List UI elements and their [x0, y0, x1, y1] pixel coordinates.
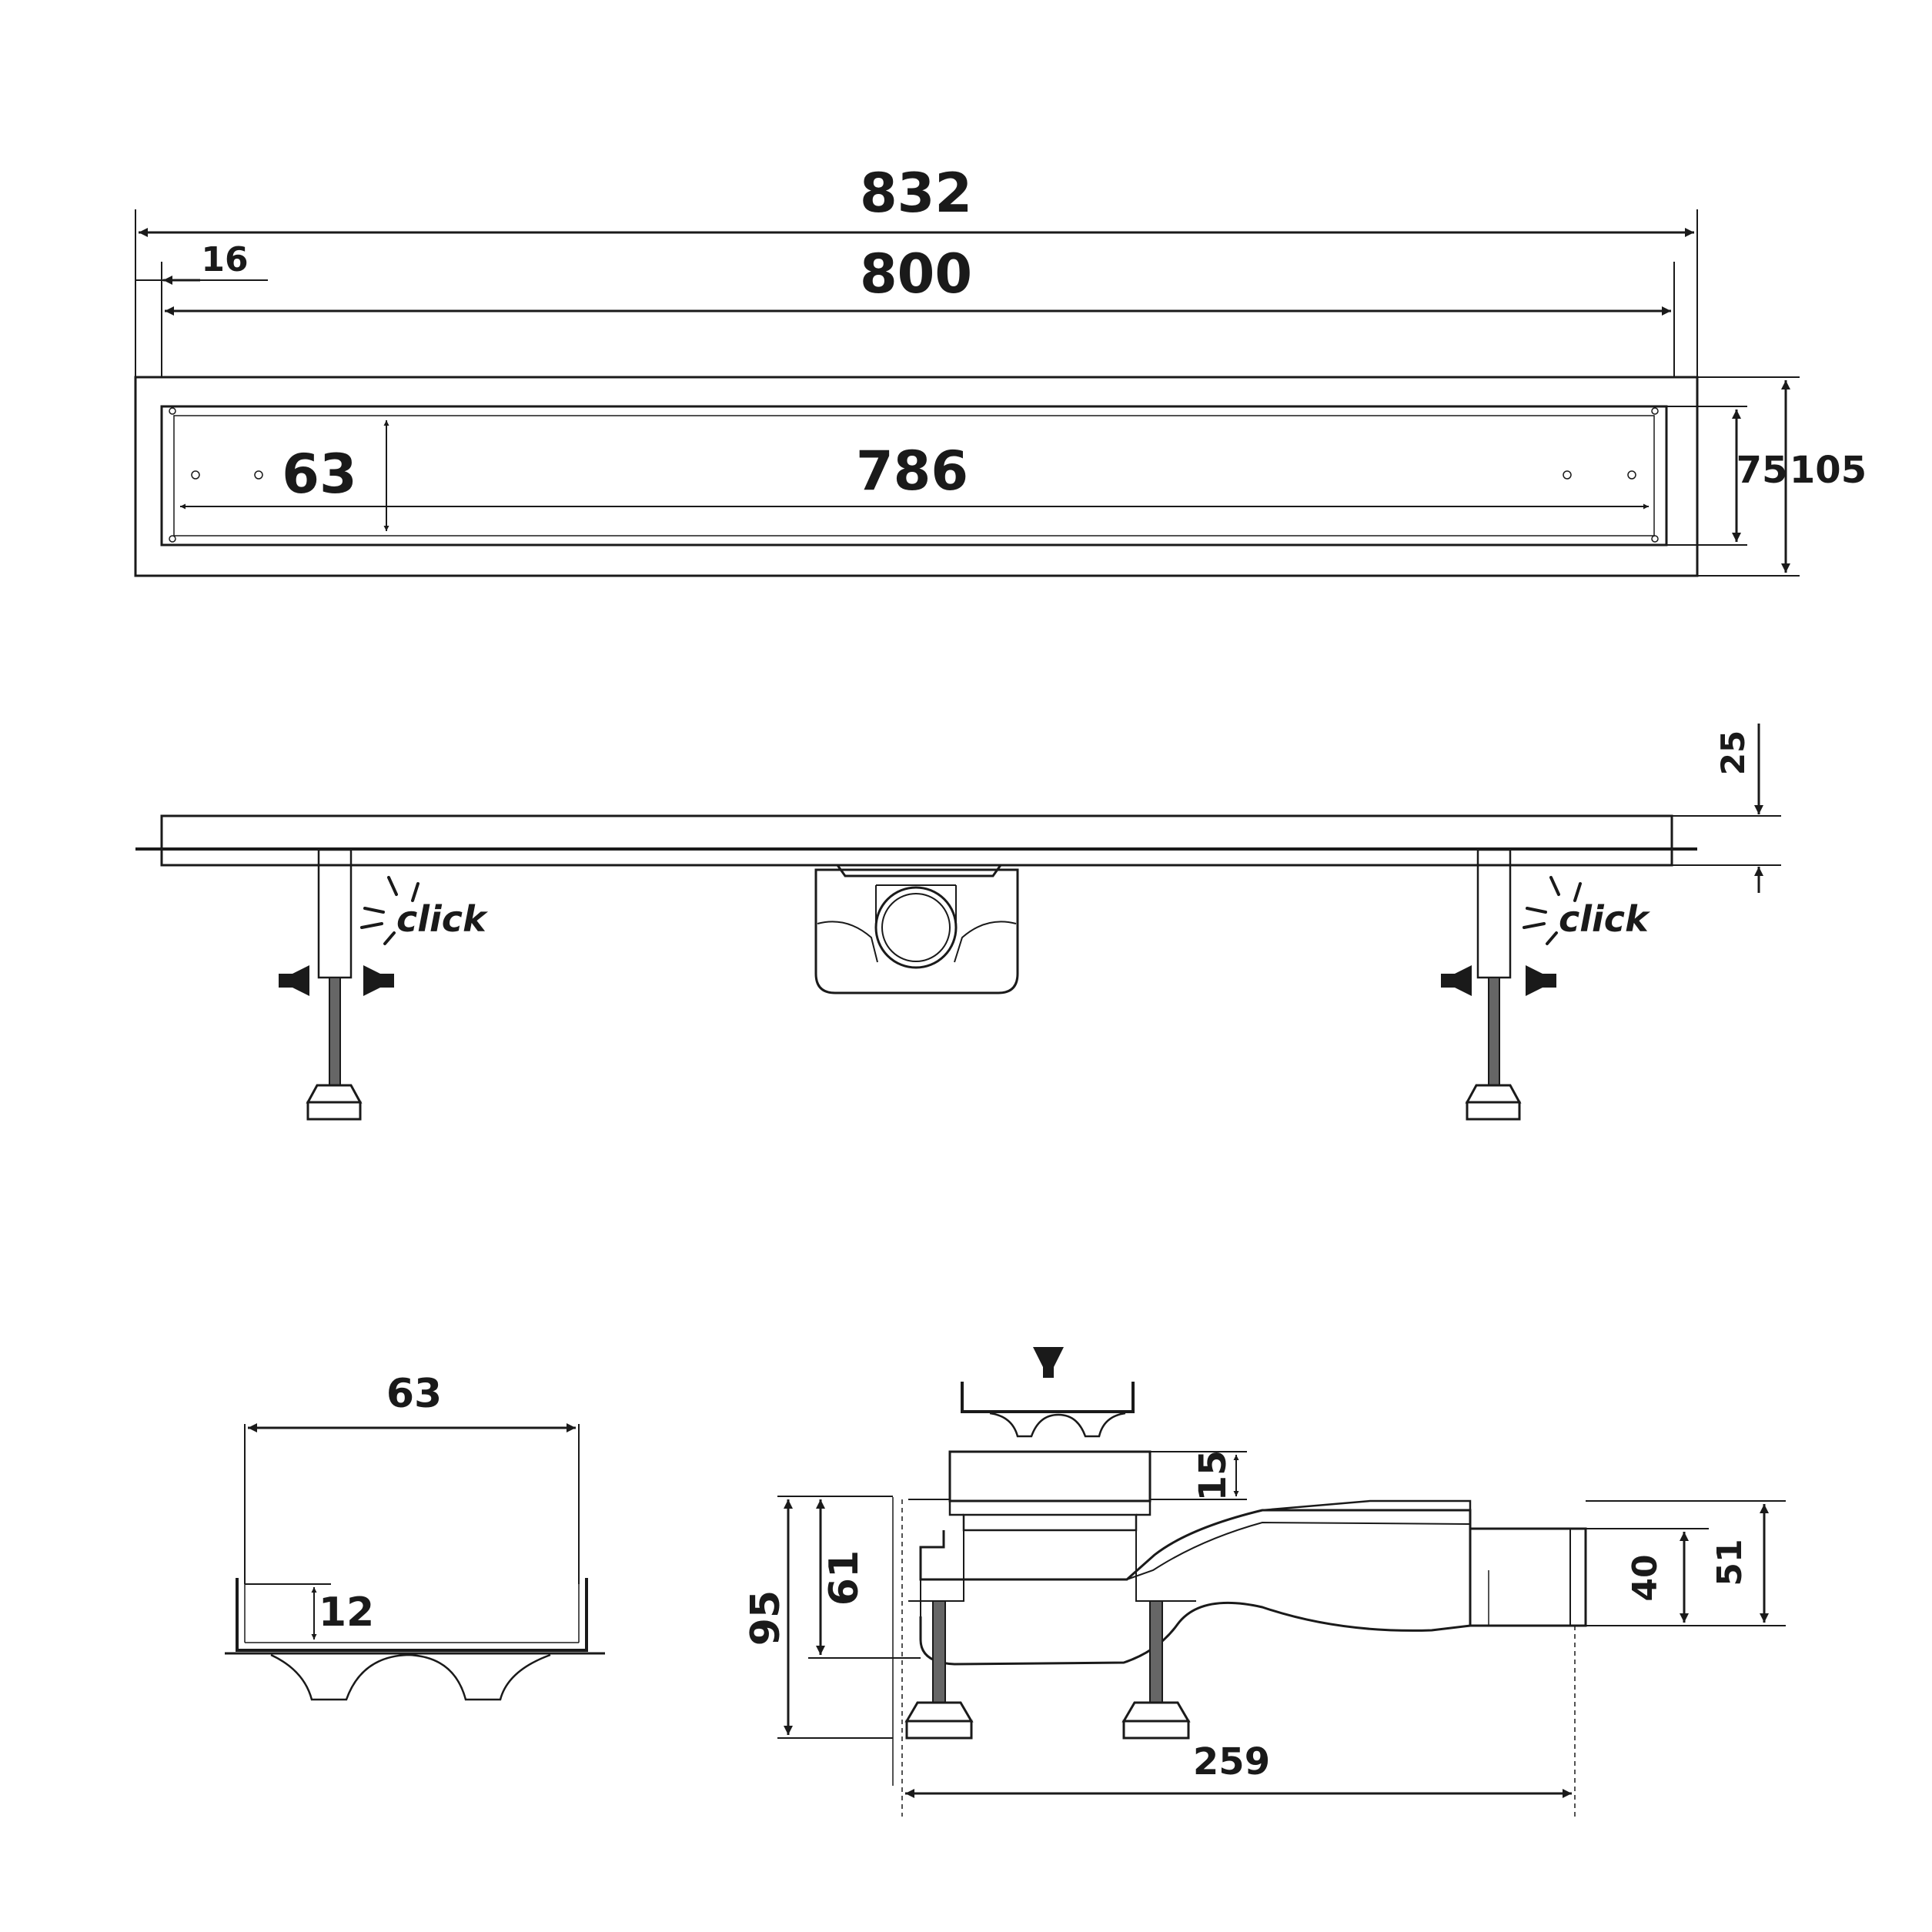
dim-offset: 16	[201, 240, 248, 279]
dim-total-height: 95	[743, 1590, 789, 1646]
outlet-wing-right	[954, 921, 1017, 963]
click-label-right: click	[1559, 898, 1650, 940]
leg-screw-left	[932, 1600, 946, 1705]
channel-profile	[236, 1578, 588, 1652]
outlet-pipe	[1469, 1527, 1587, 1627]
dim-length: 259	[1193, 1740, 1270, 1783]
dim-pipe-diameter: 40	[1626, 1554, 1665, 1601]
screw-hole	[169, 407, 176, 415]
leg-foot-left	[904, 1701, 974, 1723]
siphon-body	[919, 1509, 1472, 1666]
screw-hole	[254, 470, 263, 480]
outlet-pipe-inner	[881, 893, 951, 962]
channel-insert-piece	[961, 1382, 1135, 1413]
leg-foot-left	[306, 1084, 363, 1104]
leg-screw-right	[1149, 1600, 1163, 1705]
click-label-left: click	[396, 898, 488, 940]
outlet-top-plate	[836, 864, 1002, 877]
central-outlet	[814, 868, 1019, 994]
screw-hole	[191, 470, 200, 480]
dim-height: 25	[1714, 730, 1752, 775]
drain-frame	[134, 376, 1699, 577]
click-burst-icon	[360, 876, 419, 945]
dim-overall-width: 105	[1790, 449, 1867, 492]
dim-section-depth: 12	[319, 1589, 374, 1636]
dim-inner-length: 800	[860, 242, 972, 306]
dim-min-height: 61	[821, 1550, 867, 1606]
outlet-section-view: 15 95 61	[743, 1347, 1786, 1817]
drain-grate	[160, 405, 1668, 547]
leg-foot-right	[1121, 1701, 1191, 1723]
dim-cover-height: 15	[1192, 1450, 1235, 1502]
dim-inner-width: 75	[1736, 449, 1788, 492]
dim-outlet-height: 51	[1710, 1539, 1750, 1586]
drain-grate-inner	[173, 415, 1655, 536]
leg-screw-left	[329, 977, 341, 1086]
dim-overall-length: 832	[860, 162, 972, 225]
side-view: 25 click	[135, 724, 1781, 1121]
leg-sleeve-left	[317, 848, 353, 979]
trap-cap	[948, 1450, 1152, 1502]
support-profile	[270, 1653, 551, 1701]
screw-hole	[169, 535, 176, 543]
dim-channel-width: 63	[282, 443, 356, 506]
leg-foot-base-left	[306, 1101, 362, 1121]
drain-body-side	[160, 814, 1673, 867]
leg-foot-right	[1465, 1084, 1522, 1104]
leg-sleeve-right	[1476, 848, 1512, 979]
screw-hole	[1651, 407, 1659, 415]
top-view: 832 800 16 786 63 75	[134, 162, 1867, 577]
screw-hole	[1627, 470, 1636, 480]
click-burst-icon	[1523, 876, 1582, 945]
leg-foot-base-left	[905, 1720, 973, 1740]
leg-screw-right	[1488, 977, 1500, 1086]
leg-foot-base-right	[1466, 1101, 1521, 1121]
screw-hole	[1651, 535, 1659, 543]
outlet-pipe-outer	[874, 886, 958, 969]
screw-hole	[1563, 470, 1572, 480]
leg-foot-base-right	[1122, 1720, 1190, 1740]
outlet-wing-left	[817, 921, 878, 963]
dim-section-width: 63	[386, 1371, 442, 1417]
dim-channel-length: 786	[856, 440, 968, 503]
cross-section-view: 63 12	[225, 1371, 605, 1701]
